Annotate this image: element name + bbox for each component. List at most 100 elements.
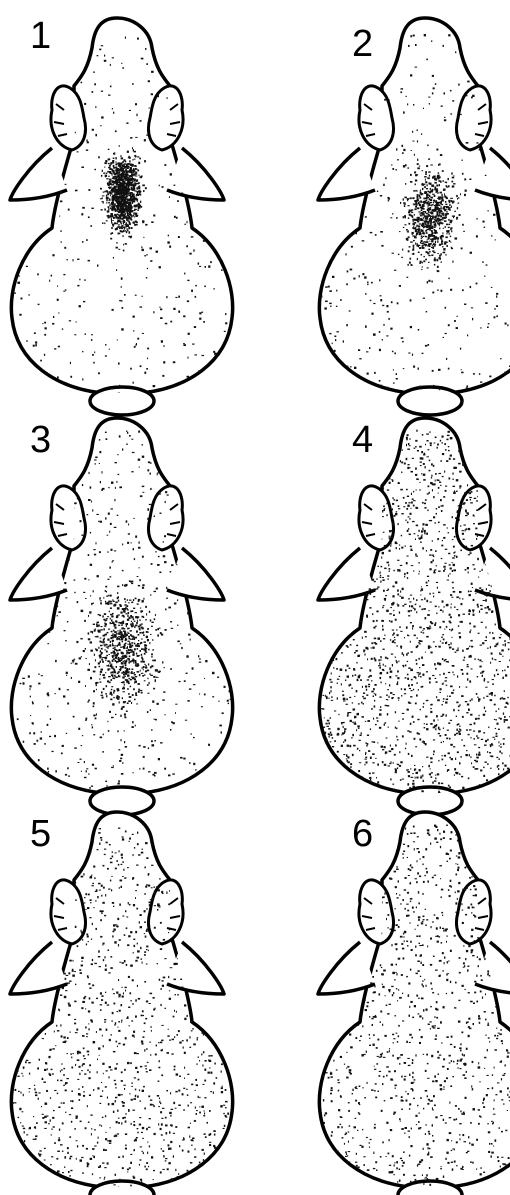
stipple-dot bbox=[326, 638, 328, 640]
stipple-dot bbox=[135, 536, 137, 538]
stipple-dot bbox=[505, 644, 506, 646]
stipple-dot bbox=[186, 673, 188, 674]
stipple-dot bbox=[497, 147, 499, 148]
stipple-dot bbox=[173, 308, 175, 310]
stipple-dot bbox=[443, 248, 445, 250]
stipple-dot bbox=[105, 160, 107, 162]
stipple-dot bbox=[114, 631, 117, 633]
stipple-dot bbox=[123, 244, 124, 246]
stipple-dot bbox=[499, 468, 501, 469]
stipple-dot bbox=[411, 150, 412, 151]
stipple-dot bbox=[427, 493, 429, 494]
stipple-dot bbox=[208, 547, 209, 549]
stipple-dot bbox=[17, 275, 19, 276]
stipple-dot bbox=[163, 361, 165, 363]
stipple-dot bbox=[106, 220, 108, 221]
stipple-dot bbox=[127, 615, 128, 617]
stipple-dot bbox=[30, 87, 33, 88]
stipple-dot bbox=[127, 599, 128, 601]
stipple-dot bbox=[131, 616, 133, 618]
stipple-dot bbox=[477, 458, 479, 460]
stipple-dot bbox=[80, 638, 82, 639]
stipple-dot bbox=[326, 454, 327, 455]
stipple-dot bbox=[150, 431, 152, 433]
stipple-dot bbox=[117, 339, 118, 340]
stipple-dot bbox=[85, 598, 87, 599]
stipple-dot bbox=[113, 182, 115, 183]
stipple-dot bbox=[368, 73, 369, 74]
stipple-dot bbox=[416, 235, 417, 237]
stipple-dot bbox=[415, 190, 416, 192]
stipple-dot bbox=[108, 167, 111, 169]
stipple-dot bbox=[426, 232, 428, 234]
stipple-dot bbox=[414, 154, 415, 156]
stipple-dot bbox=[103, 192, 105, 193]
stipple-dot bbox=[120, 715, 121, 717]
stipple-dot bbox=[82, 509, 83, 511]
stipple-dot bbox=[126, 711, 128, 713]
stipple-dot bbox=[13, 158, 14, 160]
stipple-dot bbox=[99, 666, 101, 667]
stipple-dot bbox=[410, 241, 413, 242]
stipple-dot bbox=[124, 674, 126, 675]
stipple-dot bbox=[72, 660, 75, 662]
stipple-dot bbox=[107, 191, 108, 192]
stipple-dot bbox=[122, 653, 124, 655]
stipple-dot bbox=[341, 543, 343, 545]
stipple-dot bbox=[113, 218, 114, 219]
stipple-dot bbox=[389, 443, 391, 445]
stipple-dot bbox=[123, 220, 125, 221]
stipple-dot bbox=[79, 305, 81, 307]
stipple-dot bbox=[134, 672, 135, 674]
stipple-dot bbox=[29, 732, 31, 734]
stipple-dot bbox=[150, 462, 152, 463]
stipple-dot bbox=[115, 130, 117, 132]
stipple-dot bbox=[83, 592, 85, 593]
stipple-dot bbox=[384, 432, 386, 434]
stipple-dot bbox=[322, 553, 325, 555]
stipple-dot bbox=[203, 491, 205, 492]
stipple-dot bbox=[19, 637, 21, 639]
stipple-dot bbox=[186, 35, 189, 37]
stipple-dot bbox=[373, 596, 375, 597]
stipple-dot bbox=[130, 679, 132, 681]
stipple-dot bbox=[382, 46, 383, 48]
stipple-dot bbox=[59, 216, 60, 217]
stipple-dot bbox=[124, 628, 126, 629]
stipple-dot bbox=[421, 790, 423, 792]
stipple-dot bbox=[413, 104, 414, 106]
stipple-dot bbox=[421, 238, 423, 239]
stipple-dot bbox=[112, 170, 114, 172]
stipple-dot bbox=[18, 754, 20, 756]
stipple-dot bbox=[322, 624, 324, 626]
stipple-dot bbox=[116, 179, 118, 180]
stipple-dot bbox=[49, 736, 51, 737]
stipple-dot bbox=[343, 698, 346, 700]
stipple-dot bbox=[375, 791, 377, 793]
stipple-dot bbox=[74, 747, 77, 748]
stipple-dot bbox=[427, 281, 428, 283]
stipple-dot bbox=[486, 696, 488, 697]
stipple-dot bbox=[395, 657, 396, 658]
stipple-dot bbox=[373, 647, 375, 649]
stipple-dot bbox=[117, 586, 119, 588]
stipple-dot bbox=[26, 266, 28, 267]
stipple-dot bbox=[131, 471, 133, 472]
stipple-dot bbox=[417, 207, 420, 209]
stipple-dot bbox=[124, 203, 126, 204]
stipple-dot bbox=[199, 312, 201, 314]
stipple-dot bbox=[431, 216, 432, 217]
stipple-dot bbox=[151, 93, 153, 95]
stipple-dot bbox=[399, 545, 400, 546]
stipple-dot bbox=[400, 91, 402, 93]
stipple-dot bbox=[359, 762, 361, 763]
stipple-dot bbox=[165, 609, 167, 611]
stipple-dot bbox=[147, 518, 149, 520]
stipple-dot bbox=[124, 199, 127, 201]
stipple-dot bbox=[411, 215, 413, 217]
stipple-dot bbox=[222, 502, 224, 504]
stipple-dot bbox=[102, 615, 104, 617]
stipple-dot bbox=[370, 232, 373, 233]
stipple-dot bbox=[120, 221, 121, 223]
stipple-dot bbox=[137, 210, 139, 211]
